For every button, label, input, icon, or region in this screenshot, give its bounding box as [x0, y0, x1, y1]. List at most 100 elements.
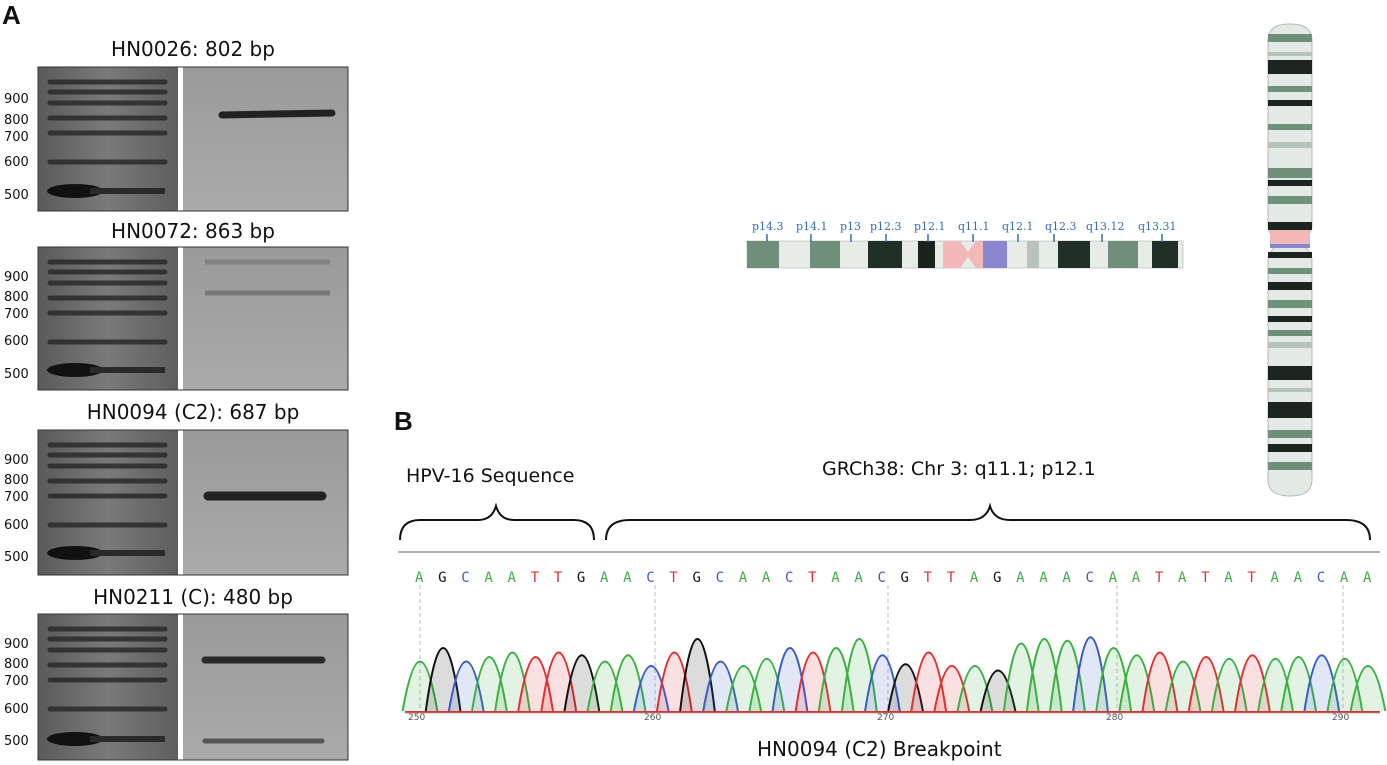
position-label-250: 250 — [408, 713, 426, 723]
base-call: G — [438, 570, 447, 586]
position-label-290: 290 — [1332, 713, 1350, 723]
base-call: C — [646, 570, 655, 586]
chromatogram-peak — [1349, 665, 1387, 712]
band-label-p14-1: p14.1 — [796, 220, 828, 233]
band-label-q13-31: q13.31 — [1138, 220, 1177, 233]
grch38-label: GRCh38: Chr 3: q11.1; p12.1 — [822, 458, 1096, 480]
gel-image-3 — [37, 429, 349, 576]
base-call: T — [1201, 570, 1210, 586]
ladder-label-600: 600 — [4, 155, 29, 170]
gel-title-hn0094: HN0094 (C2): 687 bp — [86, 400, 300, 424]
base-call: C — [877, 570, 886, 586]
chromatogram-peak — [656, 651, 693, 712]
base-call: C — [461, 570, 470, 586]
base-call: A — [1016, 570, 1025, 586]
base-call: A — [738, 570, 748, 586]
ladder-label-900: 900 — [4, 453, 29, 468]
base-call: G — [900, 570, 909, 586]
ladder-label-700: 700 — [4, 490, 29, 505]
band-label-p14-3: p14.3 — [752, 220, 784, 233]
position-label-270: 270 — [877, 713, 895, 723]
base-call: G — [576, 570, 586, 586]
base-call: A — [415, 570, 424, 586]
caption-text: HN0094 (C2) Breakpoint — [757, 737, 1002, 761]
base-call: A — [507, 570, 516, 586]
ladder-label-700: 700 — [4, 307, 29, 322]
position-label-280: 280 — [1106, 713, 1124, 723]
panel-a-label: A — [2, 0, 21, 30]
ladder-label-800: 800 — [4, 473, 29, 488]
ladder-label-900: 900 — [4, 637, 29, 652]
base-call: C — [784, 570, 794, 586]
base-call: A — [761, 570, 771, 586]
ladder-label-500: 500 — [4, 734, 29, 749]
ladder-label-800: 800 — [4, 113, 29, 128]
band-label-q12-3: q12.3 — [1045, 220, 1077, 233]
chromosome-ideogram-horizontal — [746, 240, 1184, 269]
ladder-label-600: 600 — [4, 518, 29, 533]
panel-b-label: B — [394, 406, 413, 436]
hpv-sequence-label: HPV-16 Sequence — [406, 465, 575, 487]
base-call: A — [969, 570, 979, 586]
base-call: A — [1039, 570, 1048, 586]
base-call: T — [946, 570, 956, 586]
chromatogram-peak — [401, 660, 439, 712]
base-call: T — [530, 570, 540, 586]
ladder-label-500: 500 — [4, 367, 29, 382]
gel-title-hn0072: HN0072: 863 bp — [111, 219, 275, 243]
base-call: C — [1085, 570, 1094, 586]
band-label-p12-3: p12.3 — [870, 220, 902, 233]
chromatogram-peaks — [401, 636, 1387, 712]
base-call: C — [1316, 570, 1326, 586]
gel-image-2 — [37, 246, 349, 391]
base-call: A — [1062, 570, 1071, 586]
band-label-q13-12: q13.12 — [1086, 220, 1125, 233]
ladder-label-900: 900 — [4, 92, 29, 107]
base-call: A — [599, 570, 609, 586]
ladder-label-700: 700 — [4, 674, 29, 689]
base-call: G — [993, 570, 1002, 586]
grch-brace — [605, 502, 1371, 541]
base-call: A — [1178, 570, 1187, 586]
base-call: A — [854, 570, 863, 586]
ladder-label-500: 500 — [4, 188, 29, 203]
ladder-label-600: 600 — [4, 334, 29, 349]
base-call: T — [923, 570, 933, 586]
position-label-260: 260 — [644, 713, 662, 723]
ladder-label-600: 600 — [4, 702, 29, 717]
base-call: A — [1339, 570, 1349, 586]
base-call: A — [1131, 570, 1141, 586]
base-call: T — [553, 570, 563, 586]
ladder-label-900: 900 — [4, 270, 29, 285]
chromatogram-peak — [632, 665, 670, 712]
base-call: T — [669, 570, 678, 586]
band-label-q12-1: q12.1 — [1002, 220, 1034, 233]
ladder-label-800: 800 — [4, 290, 29, 305]
base-call: G — [692, 570, 701, 586]
base-call: C — [715, 570, 725, 586]
base-call: A — [623, 570, 632, 586]
base-call: A — [831, 570, 840, 586]
ladder-label-700: 700 — [4, 130, 29, 145]
band-label-p13: p13 — [840, 220, 862, 233]
chromatogram-peak — [887, 663, 924, 712]
gel-title-hn0211: HN0211 (C): 480 bp — [93, 585, 293, 609]
base-call: A — [1270, 570, 1279, 586]
chromatogram-peak — [979, 669, 1017, 712]
gel-image-1 — [37, 66, 349, 212]
base-call: A — [1363, 570, 1372, 586]
gel-image-4 — [37, 613, 349, 761]
base-call: A — [1108, 570, 1118, 586]
band-label-q11-1: q11.1 — [958, 220, 990, 233]
gel-title-hn0026: HN0026: 802 bp — [111, 37, 275, 61]
base-call: A — [1293, 570, 1303, 586]
base-call: A — [1224, 570, 1233, 586]
base-call: T — [1154, 570, 1164, 586]
chromosome-ideogram-vertical — [1267, 23, 1313, 497]
ladder-label-800: 800 — [4, 657, 29, 672]
ladder-label-500: 500 — [4, 550, 29, 565]
hpv-brace — [399, 502, 595, 541]
band-label-p12-1: p12.1 — [914, 220, 946, 233]
base-call: T — [1247, 570, 1256, 586]
